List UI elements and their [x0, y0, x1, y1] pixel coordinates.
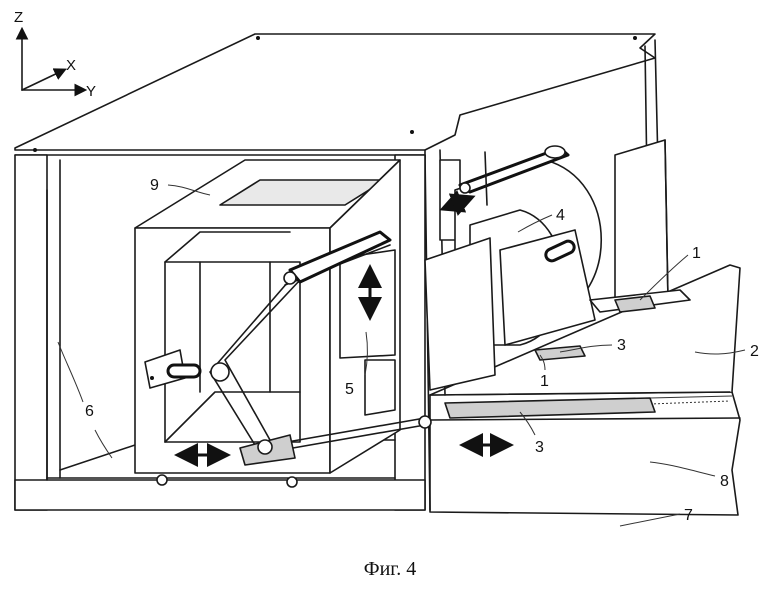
- open-box: [135, 160, 400, 473]
- figure-caption: Фиг. 4: [0, 558, 780, 581]
- label-6: 6: [85, 403, 94, 420]
- coordinate-axes: Z X Y: [14, 9, 96, 100]
- top-panel: [15, 34, 655, 158]
- axis-z-label: Z: [14, 9, 23, 26]
- label-8: 8: [720, 473, 729, 490]
- label-9: 9: [150, 177, 159, 194]
- label-5: 5: [345, 381, 354, 398]
- label-3-bottom: 3: [535, 439, 544, 456]
- label-2: 2: [750, 343, 759, 360]
- label-4: 4: [556, 207, 565, 224]
- axis-x-label: X: [66, 57, 76, 74]
- label-7: 7: [684, 507, 693, 524]
- label-3-top: 3: [617, 337, 626, 354]
- label-1-bottom: 1: [540, 373, 549, 390]
- axis-y-label: Y: [86, 83, 96, 100]
- label-1-top: 1: [692, 245, 701, 262]
